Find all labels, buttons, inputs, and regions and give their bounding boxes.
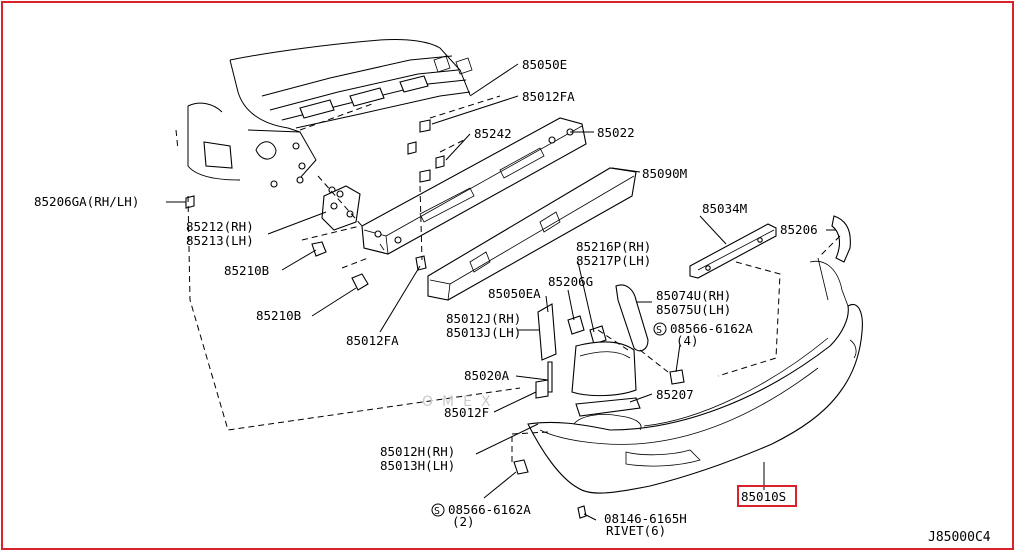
label-08566-bottom-qty: (2) <box>452 514 475 529</box>
bumper-fascia <box>527 257 863 494</box>
s-symbol-right-letter: S <box>656 325 662 336</box>
bumper-reinforcement <box>361 117 587 255</box>
side-bracket-85206 <box>831 215 851 263</box>
label-85210b-a[interactable]: 85210B <box>224 263 269 278</box>
label-08566-right[interactable]: 08566-6162A <box>670 321 753 336</box>
label-85206[interactable]: 85206 <box>780 222 818 237</box>
label-85050ea[interactable]: 85050EA <box>488 286 541 301</box>
upper-bracket <box>689 223 777 279</box>
reflector <box>575 397 641 417</box>
energy-absorber <box>427 167 637 301</box>
label-85213[interactable]: 85213(LH) <box>186 233 254 248</box>
label-85050e[interactable]: 85050E <box>522 57 567 72</box>
label-85242[interactable]: 85242 <box>474 126 512 141</box>
label-08566-right-qty: (4) <box>676 333 699 348</box>
leader-lines <box>166 63 836 521</box>
label-85022[interactable]: 85022 <box>597 125 635 140</box>
side-bracket <box>537 303 557 361</box>
corner-bracket <box>615 284 649 352</box>
assembly-guide-lines <box>187 95 841 462</box>
label-85210b-b[interactable]: 85210B <box>256 308 301 323</box>
label-85074u[interactable]: 85074U(RH) <box>656 288 731 303</box>
highlight-box-85010s <box>737 485 797 507</box>
watermark-text: OMEX <box>422 394 500 410</box>
s-symbol-bottom: S <box>431 503 445 517</box>
label-85012h[interactable]: 85012H(RH) <box>380 444 455 459</box>
label-85013h[interactable]: 85013H(LH) <box>380 458 455 473</box>
label-85212[interactable]: 85212(RH) <box>186 219 254 234</box>
label-08146-rivet: RIVET(6) <box>606 523 666 538</box>
s-symbol-bottom-letter: S <box>434 506 440 517</box>
label-85020a[interactable]: 85020A <box>464 368 510 383</box>
mounting-bracket <box>321 185 361 231</box>
label-85013j[interactable]: 85013J(LH) <box>446 325 521 340</box>
vehicle-body-outline <box>175 39 473 206</box>
label-85010s[interactable]: 85010S <box>741 489 786 504</box>
label-85012f[interactable]: 85012F <box>444 405 489 420</box>
side-retainer <box>571 341 637 397</box>
label-85206g[interactable]: 85206G <box>548 274 593 289</box>
label-85034m[interactable]: 85034M <box>702 201 747 216</box>
label-85207[interactable]: 85207 <box>656 387 694 402</box>
label-85012j[interactable]: 85012J(RH) <box>446 311 521 326</box>
label-85090m[interactable]: 85090M <box>642 166 687 181</box>
label-85206ga[interactable]: 85206GA(RH/LH) <box>34 194 139 209</box>
label-85012fa-bottom[interactable]: 85012FA <box>346 333 399 348</box>
s-symbol-right: S <box>653 322 667 336</box>
label-85012fa-top[interactable]: 85012FA <box>522 89 575 104</box>
diagram-code: J85000C4 <box>928 530 991 545</box>
label-85216p[interactable]: 85216P(RH) <box>576 239 651 254</box>
label-08566-bottom[interactable]: 08566-6162A <box>448 502 531 517</box>
label-08146[interactable]: 08146-6165H <box>604 511 687 526</box>
label-85217p[interactable]: 85217P(LH) <box>576 253 651 268</box>
label-85075u[interactable]: 85075U(LH) <box>656 302 731 317</box>
